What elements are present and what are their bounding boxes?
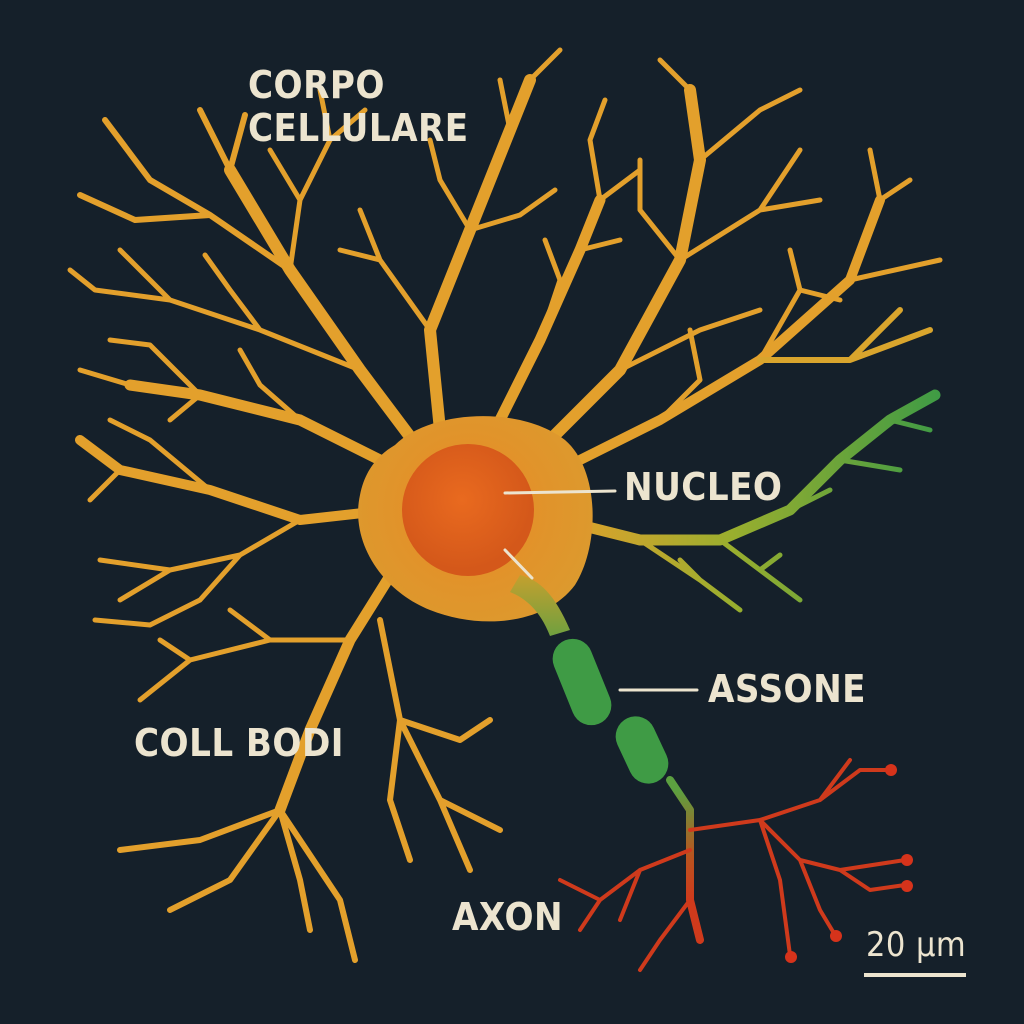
synaptic-boutons bbox=[785, 764, 913, 963]
label-assone: ASSONE bbox=[708, 667, 866, 711]
label-axon: AXON bbox=[452, 895, 564, 939]
dendrite-branch bbox=[224, 164, 426, 456]
axon-terminals bbox=[558, 758, 907, 972]
nucleo-leader-line bbox=[503, 489, 617, 495]
hillock-leader-line bbox=[503, 548, 534, 580]
dendrite-branch bbox=[87, 417, 303, 628]
dendrite-branch bbox=[534, 84, 706, 456]
label-nucleo: NUCLEO bbox=[624, 465, 783, 509]
dendrite-branch bbox=[75, 435, 395, 525]
terminal-branch bbox=[688, 758, 907, 957]
dendrite-branch bbox=[117, 807, 358, 963]
myelin-segment bbox=[615, 716, 669, 784]
myelin-segment bbox=[552, 638, 612, 726]
dendrite-branch bbox=[267, 87, 368, 273]
dendrite-branch bbox=[657, 147, 943, 423]
dendrite-tree bbox=[67, 47, 943, 963]
nucleus bbox=[402, 444, 534, 576]
dendrite-branch bbox=[77, 107, 293, 273]
synaptic-bouton bbox=[885, 764, 897, 776]
dendrite-branch bbox=[617, 57, 823, 373]
label-corpo-cellulare: CORPO CELLULARE bbox=[248, 63, 469, 150]
axon-hillock bbox=[510, 575, 570, 636]
axon-shaft bbox=[666, 776, 704, 944]
dendrite-branch bbox=[274, 554, 406, 816]
synaptic-bouton bbox=[901, 880, 913, 892]
dendrite-branch bbox=[637, 417, 933, 613]
label-coll-bodi: COLL BODI bbox=[134, 721, 344, 765]
synaptic-bouton bbox=[785, 951, 797, 963]
dendrite-branch bbox=[484, 194, 606, 446]
dendrite-branch bbox=[377, 617, 503, 873]
dendrite-branch bbox=[124, 379, 406, 476]
dendrite-branch bbox=[137, 607, 353, 703]
dendrite-branch bbox=[537, 97, 643, 343]
synaptic-bouton bbox=[901, 854, 913, 866]
dendrite-branch bbox=[77, 337, 303, 423]
dendrite-branch bbox=[67, 247, 363, 373]
synaptic-bouton bbox=[830, 930, 842, 942]
dendrite-branch bbox=[337, 47, 563, 333]
leader-lines bbox=[503, 489, 699, 692]
dendrite-branch bbox=[757, 307, 933, 363]
scale-bar-label: 20 µm bbox=[866, 925, 967, 965]
terminal-branch bbox=[558, 848, 692, 972]
